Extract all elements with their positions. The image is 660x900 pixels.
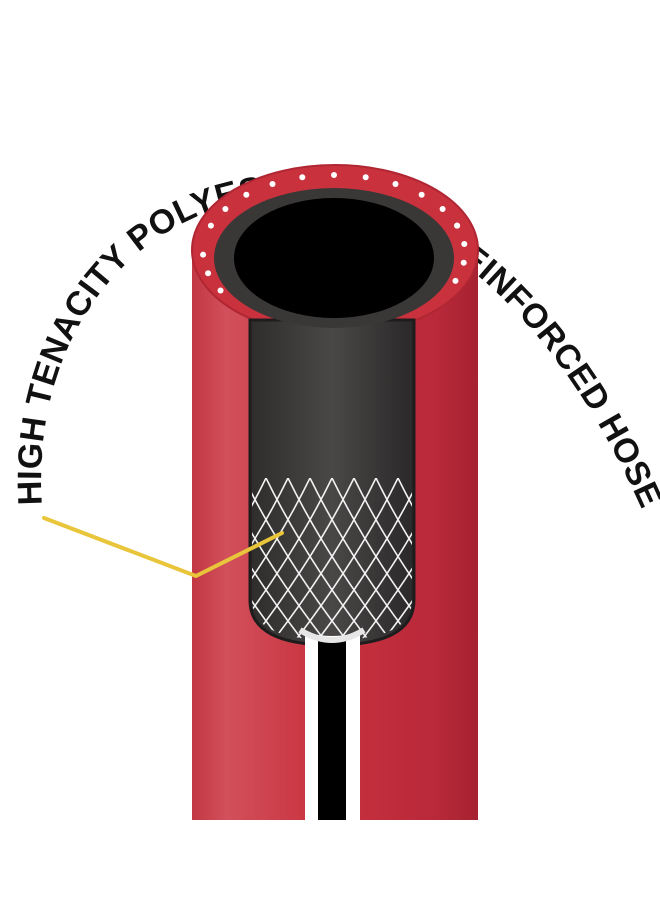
braid-strand bbox=[90, 478, 200, 650]
braided-yarn-reinforcement bbox=[46, 478, 412, 650]
braid-strand bbox=[90, 478, 200, 650]
rim-yarn-dot bbox=[452, 277, 459, 284]
rim-yarn-dot bbox=[461, 240, 468, 247]
rim-yarn-dot bbox=[362, 174, 369, 181]
braid-strand bbox=[375, 478, 412, 640]
braid-strand bbox=[353, 478, 412, 640]
braid-strand bbox=[331, 478, 412, 640]
braid-strand bbox=[46, 478, 156, 650]
braid-strand bbox=[252, 478, 333, 640]
hose-center-stripe bbox=[298, 627, 366, 820]
rim-yarn-dot bbox=[269, 181, 276, 188]
rim-yarn-dot bbox=[331, 172, 337, 178]
rim-yarn-dot bbox=[392, 181, 399, 188]
rim-yarn-dot bbox=[454, 222, 461, 229]
rim-yarn-dot bbox=[217, 287, 224, 294]
rim-yarn-dots bbox=[200, 172, 468, 294]
braid-strand bbox=[287, 478, 399, 640]
braid-strand bbox=[375, 478, 412, 640]
braid-strand bbox=[397, 478, 412, 640]
rim-yarn-dot bbox=[200, 251, 207, 258]
braid-strand bbox=[252, 478, 289, 640]
braid-strand bbox=[252, 478, 333, 640]
braid-strand bbox=[252, 478, 267, 640]
rim-yarn-dot bbox=[207, 222, 214, 229]
braid-strand bbox=[353, 478, 412, 640]
braid-strand bbox=[331, 478, 412, 640]
braid-strand bbox=[252, 478, 289, 640]
rim-yarn-dot bbox=[243, 191, 250, 198]
rim-yarn-dot bbox=[460, 259, 467, 266]
braid-strand bbox=[252, 478, 311, 640]
braid-strand bbox=[309, 478, 412, 640]
callout-leader-line bbox=[42, 516, 284, 578]
rim-yarn-dot bbox=[205, 270, 212, 277]
rim-yarn-dot bbox=[418, 191, 425, 198]
braid-strand bbox=[252, 478, 311, 640]
rim-yarn-dot bbox=[222, 205, 229, 212]
braid-strand bbox=[265, 478, 377, 640]
braid-strand bbox=[46, 478, 156, 650]
inner-tube-cutaway bbox=[248, 318, 416, 647]
rim-yarn-dot bbox=[439, 205, 446, 212]
inner-tube-ring bbox=[214, 188, 454, 328]
braid-strand bbox=[252, 478, 355, 640]
braid-strand bbox=[265, 478, 377, 640]
braid-strand bbox=[287, 478, 399, 640]
rim-yarn-dot bbox=[299, 174, 306, 181]
